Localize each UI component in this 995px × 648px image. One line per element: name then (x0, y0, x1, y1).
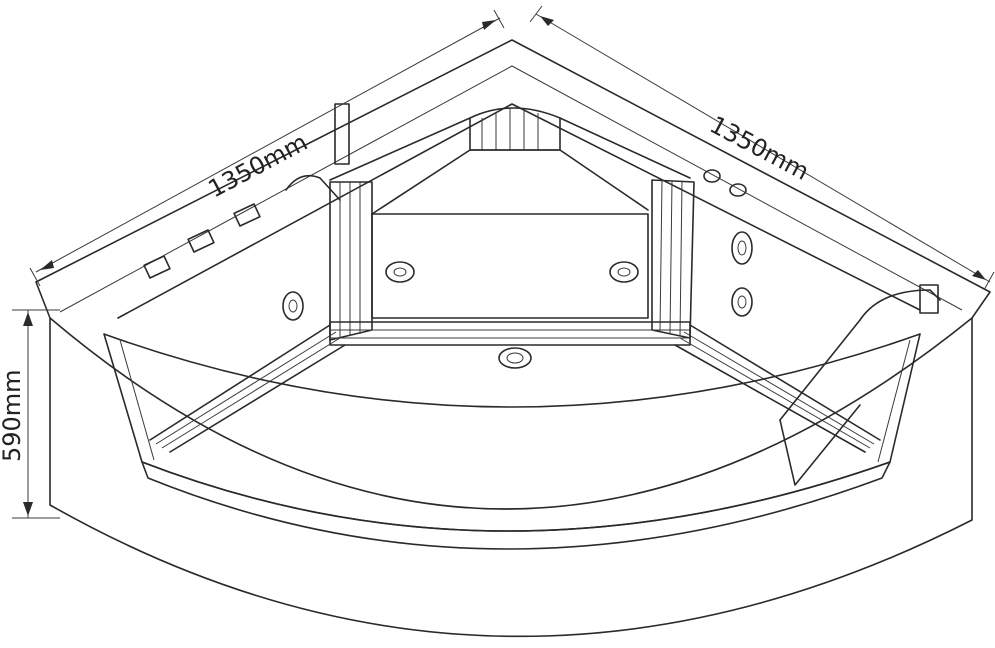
handshower-icon (779, 284, 941, 486)
dimension-label-left: 1350mm (204, 128, 312, 203)
tub-inner-basin (117, 103, 921, 453)
jet-nozzle-icon (731, 287, 753, 317)
jet-nozzle-icon (609, 261, 639, 283)
drain-icon (498, 347, 532, 369)
control-button-icon (143, 255, 171, 279)
dimension-label-right: 1350mm (705, 111, 813, 186)
glass-front-panel (103, 333, 921, 550)
control-button-icon (187, 229, 215, 253)
dimension-height: 590mm (0, 309, 60, 519)
jet-nozzle-icon (731, 231, 753, 265)
dimension-label-height: 590mm (0, 369, 26, 462)
dimension-left-width: 1350mm (29, 9, 505, 287)
control-button-icon (703, 169, 747, 197)
jet-nozzle-icon (282, 291, 304, 321)
jet-nozzle-icon (385, 261, 415, 283)
tub-outer-shell (35, 39, 991, 638)
control-button-icon (233, 203, 261, 227)
